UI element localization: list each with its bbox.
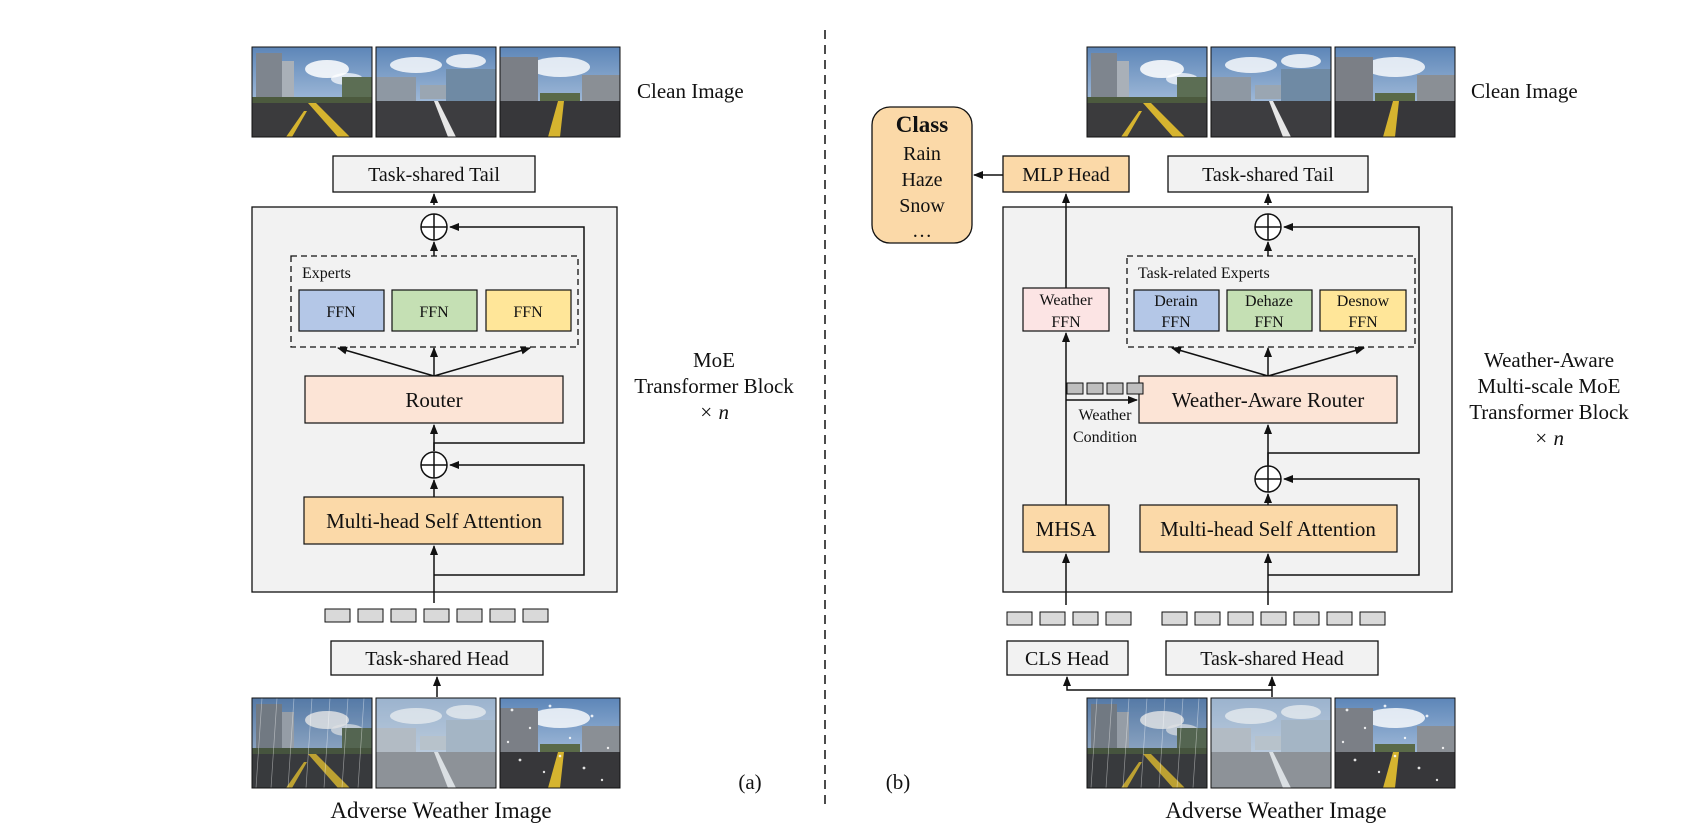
residual-add-top-b [1254, 213, 1282, 241]
expert-ffn-1 [298, 289, 385, 332]
router-label: Router [405, 388, 462, 412]
expert-ffn-3-label: FFN [513, 304, 543, 321]
expert-ffn-1-label: FFN [326, 304, 356, 321]
adverse-image-strip-b [1086, 697, 1456, 789]
rain-image-b [1087, 698, 1207, 788]
expert-ffn-2-label: FFN [419, 304, 449, 321]
mlp-head-label: MLP Head [1022, 164, 1110, 186]
snow-image-b [1335, 698, 1455, 788]
weather-ffn-line-1: Weather [1040, 292, 1094, 309]
weather-ffn-box [1022, 287, 1110, 332]
haze-image [376, 698, 496, 788]
adverse-image-label: Adverse Weather Image [330, 798, 551, 823]
task-shared-head-label: Task-shared Head [365, 648, 509, 670]
derain-expert-line-2: FFN [1161, 314, 1191, 331]
class-item-more: … [912, 220, 932, 242]
dehaze-expert-line-1: Dehaze [1245, 293, 1293, 310]
residual-add-top [420, 213, 448, 241]
expert-ffn-2 [391, 289, 478, 332]
clean-image-label-b: Clean Image [1471, 79, 1578, 103]
weather-aware-router-box [1138, 375, 1398, 424]
panel-b: (b) Clean Image Class Rain Haze Snow … M… [871, 46, 1629, 823]
cls-head-label: CLS Head [1025, 648, 1109, 670]
panel-b-tag: (b) [886, 770, 911, 794]
dehaze-expert-line-2: FFN [1254, 314, 1284, 331]
token-row-a [324, 608, 549, 623]
experts-label: Experts [302, 265, 351, 282]
task-related-experts-label: Task-related Experts [1138, 265, 1270, 282]
residual-add-middle-b [1254, 465, 1282, 493]
derain-expert-line-1: Derain [1154, 293, 1198, 310]
class-title: Class [896, 112, 948, 137]
class-item-snow: Snow [899, 195, 945, 217]
panel-a: Clean Image Task-shared Tail Experts FFN… [251, 46, 794, 823]
rain-image [252, 698, 372, 788]
weather-condition-line-1: Weather [1079, 407, 1133, 424]
dehaze-expert [1226, 289, 1313, 332]
class-item-haze: Haze [901, 169, 942, 191]
cls-head-box [1006, 640, 1129, 676]
expert-ffn-3 [485, 289, 572, 332]
clean-image-2 [376, 47, 496, 137]
mhsa-label: Multi-head Self Attention [326, 509, 542, 533]
block-label-b-line-4: × n [1534, 426, 1564, 450]
block-label-line-1: MoE [693, 348, 735, 372]
mhsa-box [303, 496, 564, 545]
derain-expert [1133, 289, 1220, 332]
mhsa-small-box [1022, 504, 1110, 553]
snow-image [500, 698, 620, 788]
haze-image-b [1211, 698, 1331, 788]
task-shared-head-label-b: Task-shared Head [1200, 648, 1344, 670]
clean-image-2b [1211, 47, 1331, 137]
clean-image-strip-a [251, 46, 621, 138]
task-shared-head-box-b [1165, 640, 1379, 676]
cls-token-row [1006, 611, 1132, 626]
clean-image-label: Clean Image [637, 79, 744, 103]
clean-image-3b [1335, 47, 1455, 137]
class-item-rain: Rain [903, 143, 941, 165]
patch-token-row-b [1161, 611, 1386, 626]
adverse-image-strip-a [251, 697, 621, 789]
task-shared-tail-box [332, 155, 536, 193]
block-label-b-line-3: Transformer Block [1469, 400, 1629, 424]
task-shared-tail-box-b [1167, 155, 1369, 193]
clean-image-1b [1087, 47, 1207, 137]
residual-add-middle [420, 451, 448, 479]
clean-image-strip-b [1086, 46, 1456, 138]
block-label-line-2: Transformer Block [634, 374, 794, 398]
weather-ffn-line-2: FFN [1051, 314, 1081, 331]
clean-image-1 [252, 47, 372, 137]
panel-a-tag: (a) [738, 770, 761, 794]
router-box [304, 375, 564, 424]
mlp-head-box [1002, 155, 1130, 193]
task-shared-tail-label: Task-shared Tail [368, 164, 500, 186]
task-shared-head-box [330, 640, 544, 676]
desnow-expert-line-1: Desnow [1337, 293, 1390, 310]
weather-condition-line-2: Condition [1073, 429, 1137, 446]
mhsa-small-label: MHSA [1036, 517, 1098, 541]
task-shared-tail-label-b: Task-shared Tail [1202, 164, 1334, 186]
block-label-line-3: × n [699, 400, 729, 424]
block-label-b-line-1: Weather-Aware [1484, 348, 1614, 372]
desnow-expert [1319, 289, 1407, 332]
clean-image-3 [500, 47, 620, 137]
weather-condition-tokens [1066, 382, 1144, 395]
mhsa-box-b [1139, 504, 1398, 553]
block-label-b-line-2: Multi-scale MoE [1478, 374, 1621, 398]
desnow-expert-line-2: FFN [1348, 314, 1378, 331]
class-box [871, 106, 973, 244]
weather-aware-router-label: Weather-Aware Router [1172, 388, 1364, 412]
adverse-image-label-b: Adverse Weather Image [1165, 798, 1386, 823]
mhsa-label-b: Multi-head Self Attention [1160, 517, 1376, 541]
